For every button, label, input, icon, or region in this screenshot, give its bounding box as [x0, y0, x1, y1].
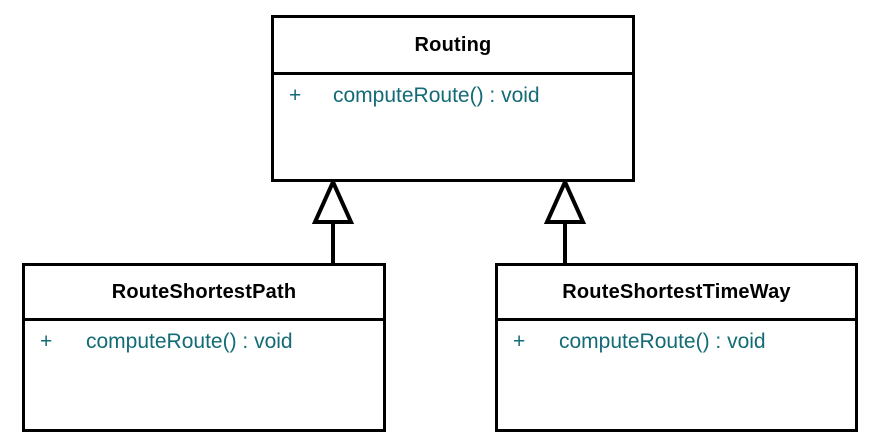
uml-members-compartment: + computeRoute() : void — [498, 321, 855, 429]
uml-class-route-shortest-path[interactable]: RouteShortestPath + computeRoute() : voi… — [22, 263, 386, 432]
uml-member-signature: computeRoute() : void — [559, 330, 766, 353]
uml-class-route-shortest-time-way[interactable]: RouteShortestTimeWay + computeRoute() : … — [495, 263, 858, 432]
uml-member-row: + computeRoute() : void — [25, 330, 383, 354]
uml-class-title-route-shortest-path: RouteShortestPath — [111, 280, 297, 303]
hollow-triangle-arrowhead-icon — [543, 177, 587, 224]
generalization-arrow-route-shortest-path — [311, 177, 355, 268]
uml-members-compartment: + computeRoute() : void — [25, 321, 383, 429]
uml-class-name-compartment: Routing — [274, 18, 632, 75]
uml-class-title-routing: Routing — [414, 33, 492, 56]
uml-class-name-compartment: RouteShortestPath — [25, 266, 383, 321]
uml-class-title-route-shortest-time-way: RouteShortestTimeWay — [562, 280, 791, 303]
uml-class-name-compartment: RouteShortestTimeWay — [498, 266, 855, 321]
uml-member-visibility: + — [40, 330, 53, 353]
uml-member-visibility: + — [513, 330, 526, 353]
generalization-arrow-route-shortest-time-way — [543, 177, 587, 268]
hollow-triangle-arrowhead-icon — [311, 177, 355, 224]
uml-member-row: + computeRoute() : void — [498, 330, 855, 354]
uml-members-compartment: + computeRoute() : void — [274, 75, 632, 179]
uml-member-signature: computeRoute() : void — [333, 84, 540, 107]
uml-class-routing[interactable]: Routing + computeRoute() : void — [271, 15, 635, 182]
uml-member-signature: computeRoute() : void — [86, 330, 293, 353]
uml-member-row: + computeRoute() : void — [274, 84, 632, 108]
uml-member-visibility: + — [289, 84, 302, 107]
